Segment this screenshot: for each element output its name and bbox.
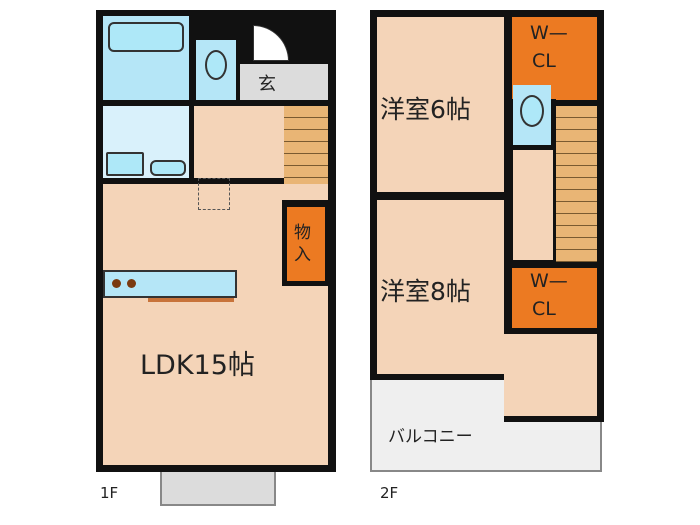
kitchen-shelf: [148, 298, 234, 302]
room-8-extension: [504, 334, 597, 416]
hallway-1f: [194, 106, 284, 178]
stairs-2f: [556, 106, 597, 262]
floor-2-label: 2F: [380, 484, 399, 502]
closet-2-label-1: W—: [530, 270, 568, 292]
storage-label: 物入: [294, 223, 311, 265]
balcony-1f: [160, 466, 276, 506]
ldk-label: LDK15帖: [140, 350, 255, 381]
toilet-bowl-icon: [520, 95, 544, 127]
bathtub: [108, 22, 184, 52]
entrance-label: 玄: [258, 74, 276, 95]
hallway-2f: [513, 150, 553, 260]
kitchen-counter: [103, 270, 237, 298]
closet-1-label-1: W—: [530, 22, 568, 44]
toilet-bowl-icon: [205, 50, 227, 80]
walk-in-closet-1b: [556, 80, 597, 100]
balcony-label: バルコニー: [388, 427, 473, 447]
room-6-label: 洋室6帖: [380, 95, 471, 124]
floor-1-label: 1F: [100, 484, 119, 502]
storage-1f-inner: [287, 207, 325, 281]
floor-hatch: [198, 178, 230, 210]
room-8: [377, 200, 504, 374]
closet-1-label-2: CL: [532, 50, 556, 72]
closet-2-label-2: CL: [532, 298, 556, 320]
stove-burner-icon: [127, 279, 136, 288]
room-8-label: 洋室8帖: [380, 277, 471, 306]
entrance: [240, 64, 328, 100]
sink: [150, 160, 186, 176]
room-6: [377, 17, 504, 192]
stove-burner-icon: [112, 279, 121, 288]
walk-in-closet-2: [512, 268, 597, 328]
washing-machine: [106, 152, 144, 176]
